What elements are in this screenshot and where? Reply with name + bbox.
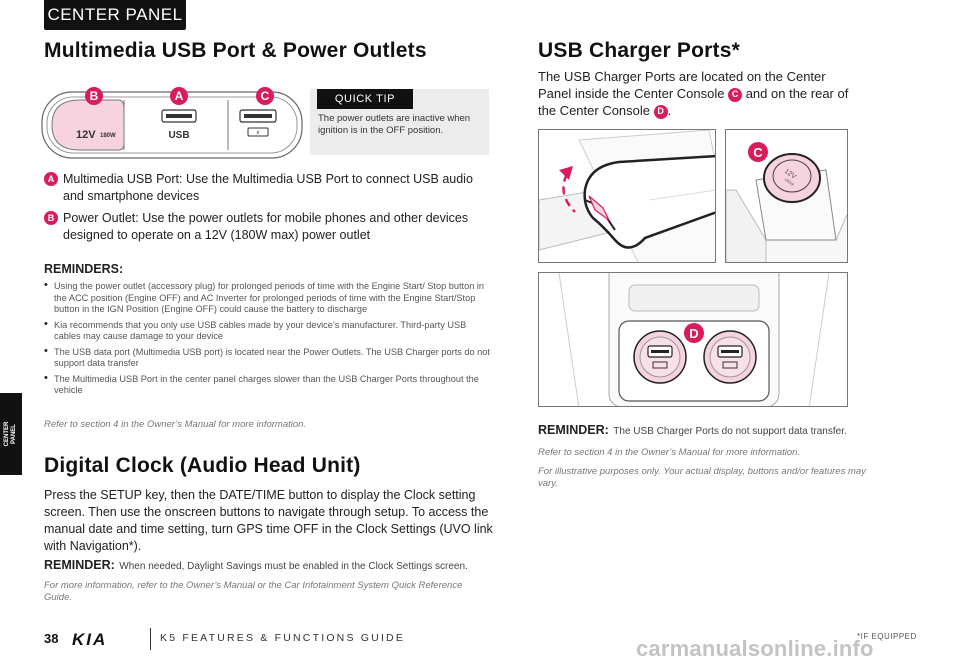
clock-more-note: For more information, refer to the Owner… xyxy=(44,580,463,603)
reminder-item: Kia recommends that you only use USB cab… xyxy=(44,319,492,343)
watermark: carmanualsonline.info xyxy=(636,636,874,661)
photo-callout-d: D xyxy=(684,323,704,343)
clock-reminder-text: When needed, Daylight Savings must be en… xyxy=(119,561,468,572)
panel-180w-label: 180W xyxy=(100,133,116,139)
kia-logo: KIA xyxy=(72,630,107,648)
usb-power-panel-illustration: ⚡ 12V 180W USB B A C xyxy=(41,87,303,159)
page-footer: 38 KIA K5 FEATURES & FUNCTIONS GUIDE *IF… xyxy=(0,622,960,662)
reminders-list: Using the power outlet (accessory plug) … xyxy=(44,280,492,401)
badge-a: A xyxy=(44,172,58,186)
if-equipped-note: *IF EQUIPPED xyxy=(857,632,917,641)
refer-note-left: Refer to section 4 in the Owner’s Manual… xyxy=(44,419,307,430)
page-number: 38 xyxy=(44,631,59,646)
quick-tip-box: QUICK TIP The power outlets are inactive… xyxy=(310,89,489,155)
usb-power-title: Multimedia USB Port & Power Outlets xyxy=(44,39,427,62)
outlet-closeup-illustration: 12V 180W C xyxy=(725,129,848,263)
usb-reminder-text: The USB Charger Ports do not support dat… xyxy=(613,426,847,437)
badge-d: D xyxy=(653,104,668,119)
digital-clock-body: Press the SETUP key, then the DATE/TIME … xyxy=(44,488,493,553)
rear-usb-illustration: D xyxy=(538,272,848,407)
illustrative-note: For illustrative purposes only. Your act… xyxy=(538,466,866,489)
usb-reminder-label: REMINDER: xyxy=(538,423,609,437)
console-interior-illustration xyxy=(538,129,716,263)
item-usb-port: A Multimedia USB Port: Use the Multimedi… xyxy=(44,171,494,205)
usb-charger-title: USB Charger Ports* xyxy=(538,39,740,62)
badge-b: B xyxy=(44,211,58,225)
section-tab: CENTER PANEL xyxy=(44,0,186,30)
panel-12v-label: 12V xyxy=(76,129,96,141)
usb-charger-intro: The USB Charger Ports are located on the… xyxy=(538,69,849,119)
closeup-180w-label: 180W xyxy=(783,177,795,187)
item-power-outlet-text: Power Outlet: Use the power outlets for … xyxy=(63,211,469,242)
callout-b: B xyxy=(90,89,99,103)
section-tab-label: CENTER PANEL xyxy=(47,5,183,24)
reminder-item: The USB data port (Multimedia USB port) … xyxy=(44,346,492,370)
refer-note-right: Refer to section 4 in the Owner’s Manual… xyxy=(538,447,801,458)
clock-reminder-label: REMINDER: xyxy=(44,558,115,572)
photo-callout-c: C xyxy=(748,142,768,162)
panel-usb-label: USB xyxy=(168,130,189,141)
quick-tip-text: The power outlets are inactive when igni… xyxy=(318,113,471,136)
callout-c: C xyxy=(261,89,270,103)
item-usb-port-text: Multimedia USB Port: Use the Multimedia … xyxy=(63,172,473,203)
reminders-heading: REMINDERS: xyxy=(44,262,124,276)
clock-reminder: REMINDER: When needed, Daylight Savings … xyxy=(44,556,468,574)
reminder-item: The Multimedia USB Port in the center pa… xyxy=(44,373,492,397)
item-power-outlet: B Power Outlet: Use the power outlets fo… xyxy=(44,210,494,244)
svg-text:⚡: ⚡ xyxy=(256,129,261,137)
footer-divider xyxy=(150,628,151,650)
svg-text:KIA: KIA xyxy=(72,630,107,648)
digital-clock-title: Digital Clock (Audio Head Unit) xyxy=(44,454,361,477)
reminder-item: Using the power outlet (accessory plug) … xyxy=(44,280,492,316)
callout-a: A xyxy=(175,89,184,103)
usb-charger-reminder: REMINDER: The USB Charger Ports do not s… xyxy=(538,421,847,439)
guide-title: K5 FEATURES & FUNCTIONS GUIDE xyxy=(160,632,406,644)
quick-tip-heading: QUICK TIP xyxy=(317,89,413,109)
badge-c: C xyxy=(728,87,743,102)
